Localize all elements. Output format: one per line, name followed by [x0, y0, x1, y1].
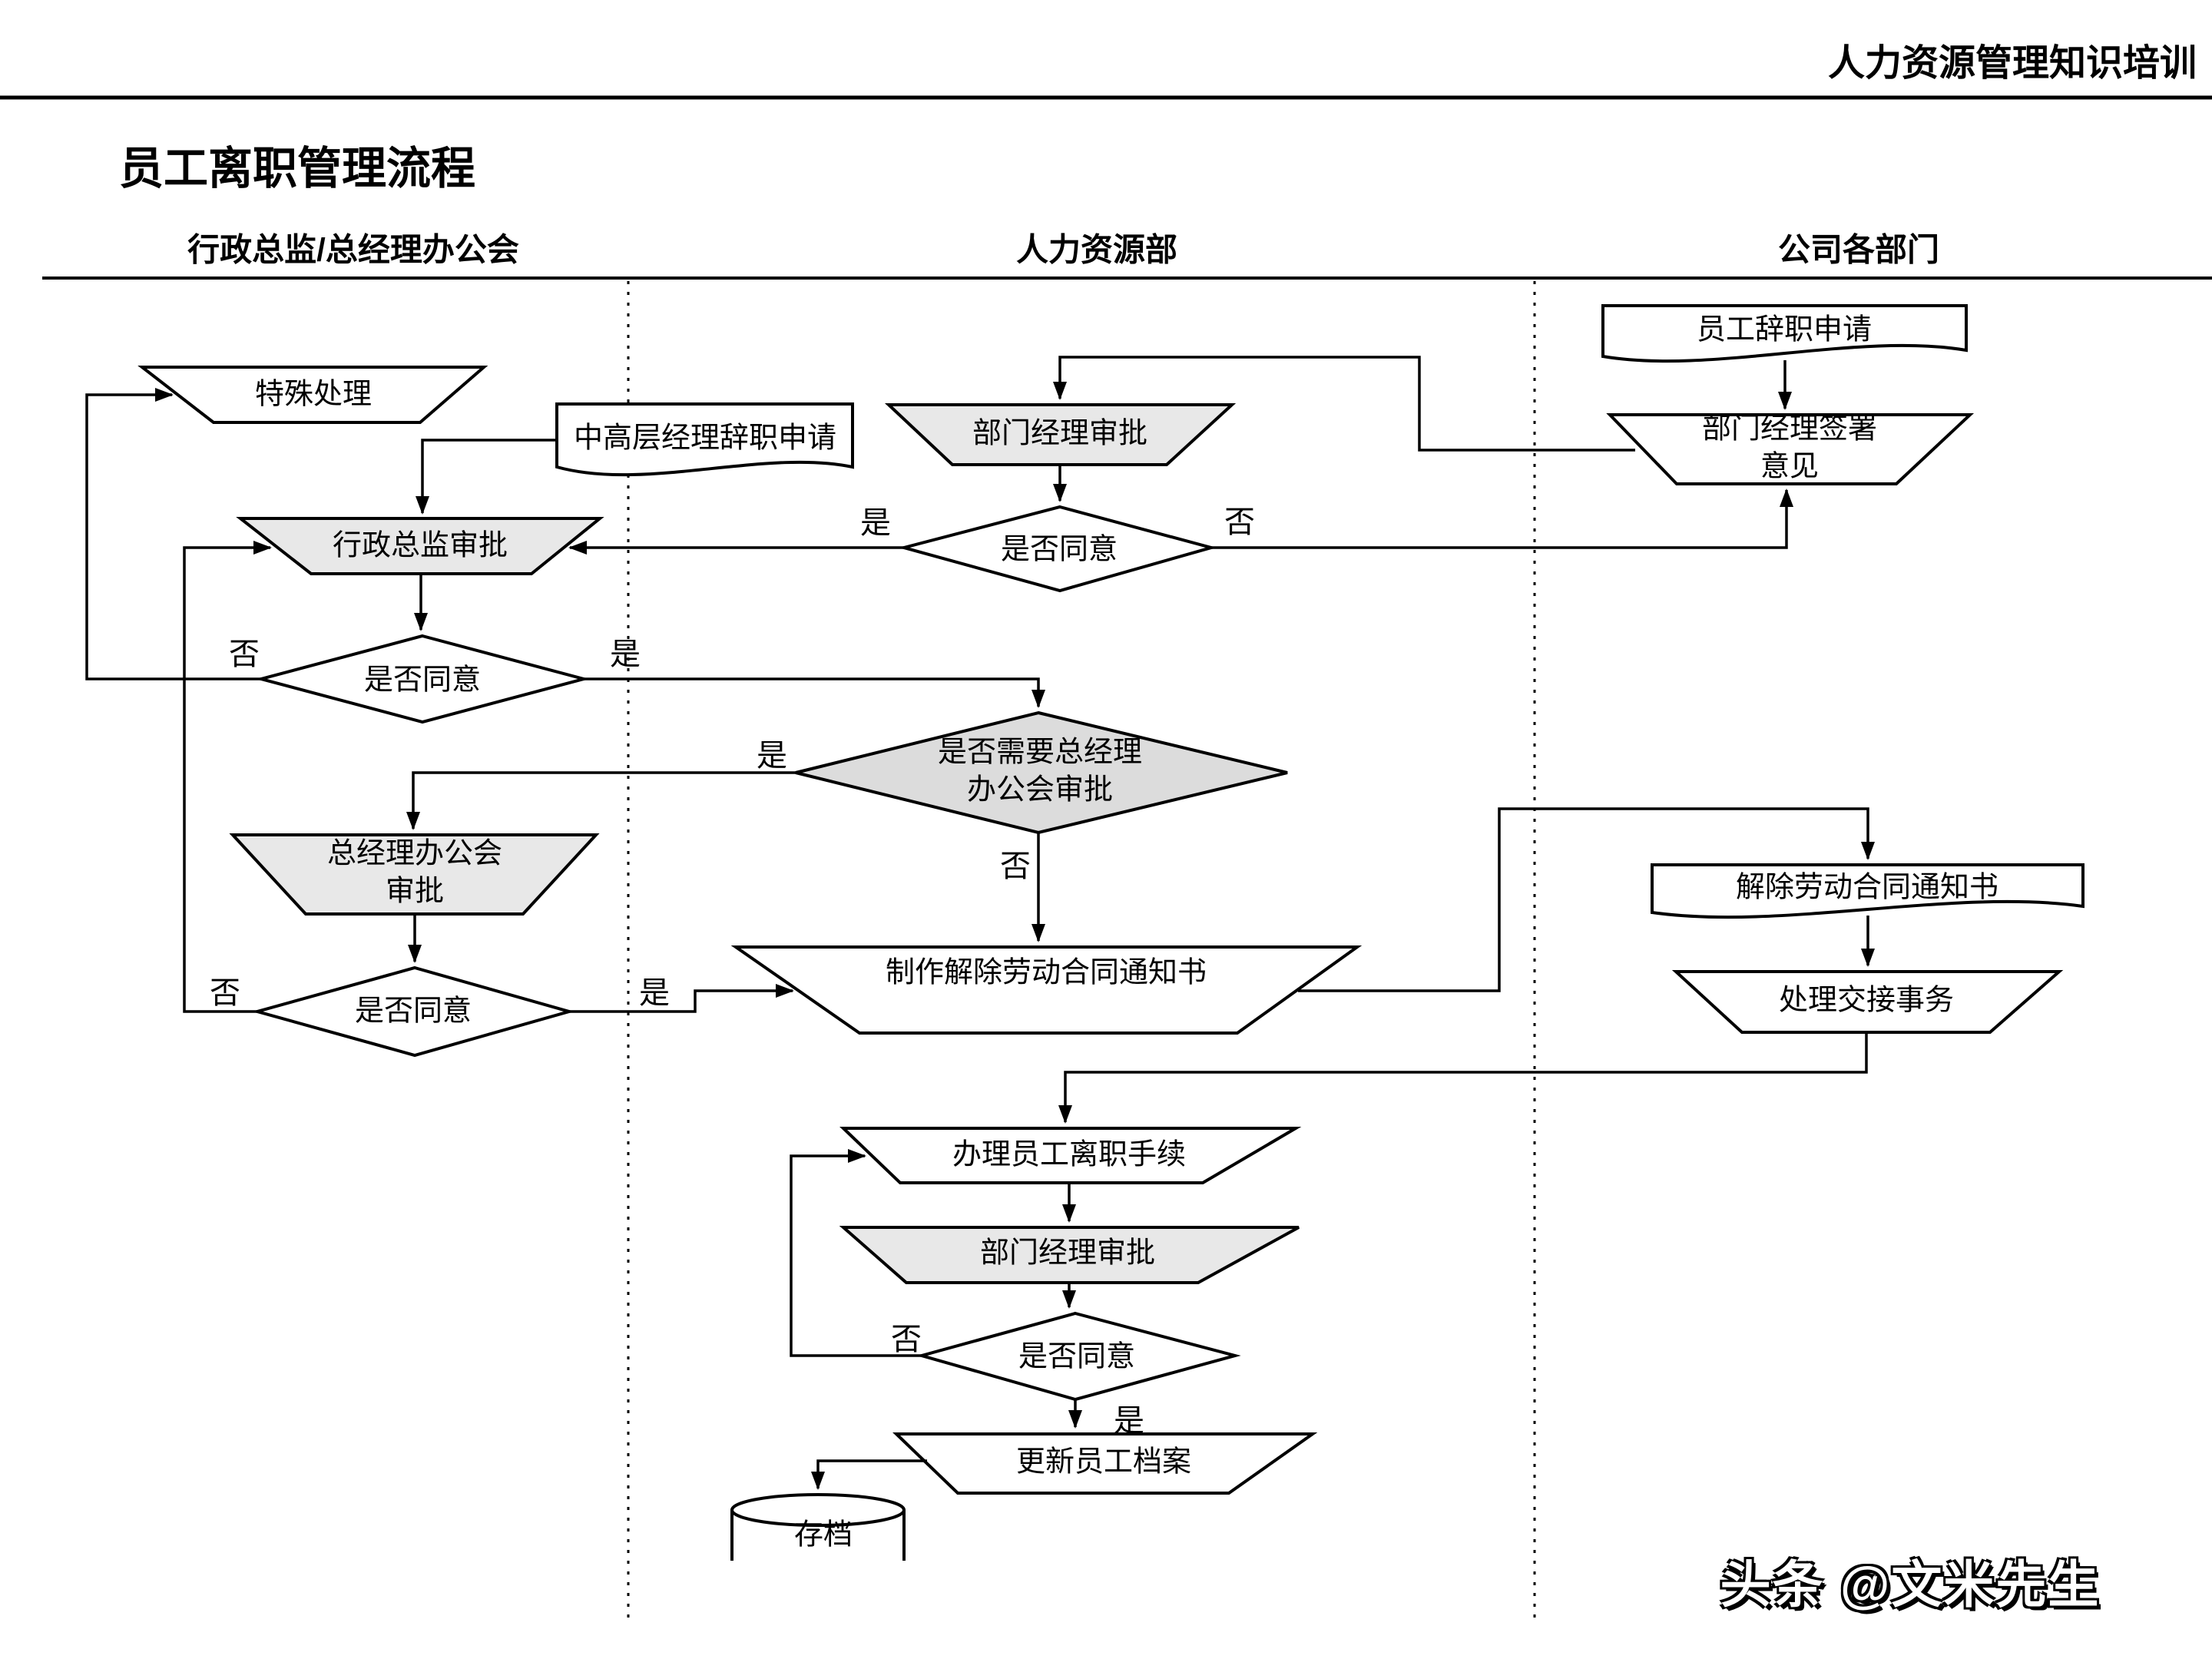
- node-agree2: [251, 965, 575, 1058]
- node-archive: [730, 1493, 906, 1561]
- node-mid-senior-resign-request: [555, 402, 854, 477]
- edge-label-agree2-no: 否: [210, 976, 240, 1010]
- node-dept-manager-approval-top: [884, 403, 1237, 466]
- node-dept-manager-sign-opinion: [1606, 413, 1975, 485]
- label-special-handling: 特殊处理: [254, 378, 373, 411]
- node-special-handling: [137, 366, 488, 424]
- label-update-employee-file: 更新员工档案: [1015, 1445, 1192, 1479]
- node-make-termination-notice: [730, 945, 1363, 1035]
- label-dept-manager-approval-top: 部门经理审批: [972, 417, 1148, 450]
- label-agree1: 是否同意: [363, 664, 482, 697]
- node-termination-notice: [1651, 863, 2085, 919]
- lane-header-hr: 人力资源部: [1015, 231, 1178, 268]
- lane-header-departments: 公司各部门: [1777, 231, 1940, 268]
- label-leave-procedure: 办理员工离职手续: [952, 1138, 1187, 1171]
- label-handover: 处理交接事务: [1778, 984, 1955, 1017]
- edge-label-agree1-no: 否: [229, 637, 260, 671]
- page-title: 员工离职管理流程: [119, 144, 476, 194]
- edge-label-need-gm-no: 否: [1000, 849, 1031, 883]
- edge-label-agree2-yes: 是: [639, 976, 670, 1010]
- label-agree2: 是否同意: [354, 995, 472, 1028]
- label-archive: 存档: [793, 1518, 853, 1551]
- label-dept-manager-approval-bottom: 部门经理审批: [979, 1237, 1156, 1270]
- edge-label-agree4-no: 否: [891, 1323, 922, 1356]
- edge-label-agree3-yes: 是: [860, 506, 891, 540]
- node-handover: [1671, 970, 2064, 1034]
- node-update-employee-file: [892, 1432, 1318, 1495]
- edge-label-agree4-yes: 是: [1114, 1404, 1144, 1438]
- node-dept-manager-approval-bottom: [839, 1226, 1300, 1284]
- label-termination-notice: 解除劳动合同通知书: [1735, 871, 1999, 904]
- edge-label-need-gm-yes: 是: [757, 739, 787, 773]
- node-leave-procedure: [839, 1127, 1302, 1184]
- label-agree4: 是否同意: [1018, 1340, 1136, 1373]
- label-agree3: 是否同意: [1000, 533, 1118, 566]
- label-need-gm-meeting: 是否需要总经理 办公会审批: [937, 736, 1143, 806]
- label-employee-resign-request: 员工辞职申请: [1696, 313, 1873, 346]
- lane-header-admin: 行政总监/总经理办公会: [187, 231, 519, 268]
- edge-label-agree3-no: 否: [1224, 505, 1255, 539]
- label-gm-meeting-approval: 总经理办公会 审批: [326, 837, 503, 908]
- node-admin-director-approval: [236, 517, 604, 575]
- edge-label-agree1-yes: 是: [610, 637, 641, 671]
- page-header-label: 人力资源管理知识培训: [1827, 43, 2197, 84]
- node-gm-meeting-approval: [229, 833, 600, 916]
- label-dept-manager-sign-opinion: 部门经理签署 意见: [1701, 412, 1878, 483]
- node-agree3: [898, 505, 1217, 593]
- label-mid-senior-resign-request: 中高层经理辞职申请: [573, 422, 837, 455]
- label-make-termination-notice: 制作解除劳动合同通知书: [885, 956, 1207, 989]
- node-employee-resign-request: [1601, 304, 1968, 363]
- node-agree1: [255, 634, 590, 724]
- flow-connectors: [85, 356, 1875, 1490]
- flow-shapes: [137, 304, 2085, 1561]
- watermark: 头条 @文米先生: [1720, 1556, 2101, 1613]
- label-admin-director-approval: 行政总监审批: [332, 529, 508, 562]
